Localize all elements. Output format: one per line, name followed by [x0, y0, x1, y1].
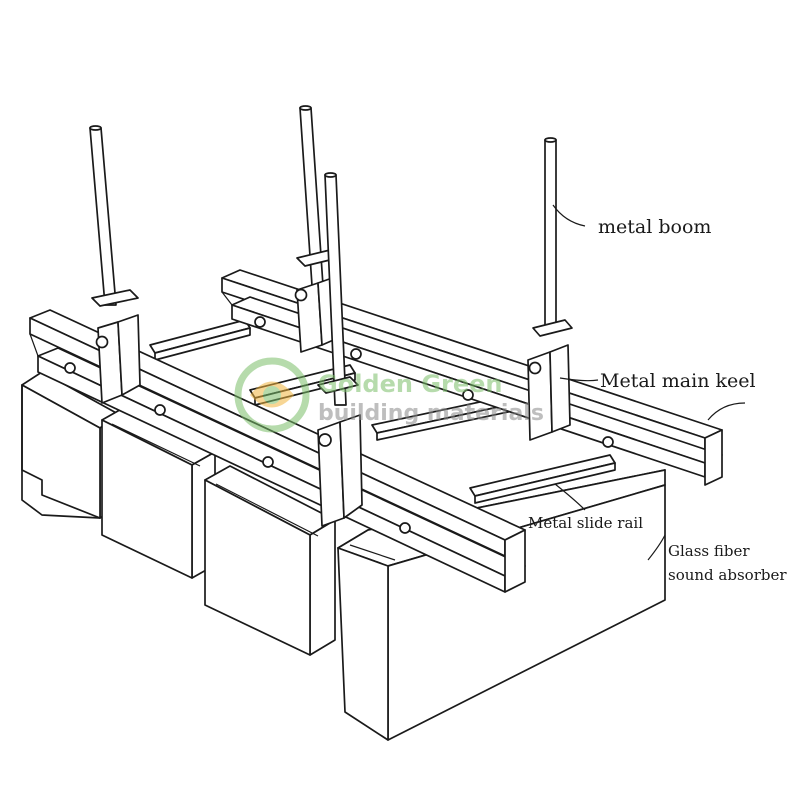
label-glass-fiber-line1: Glass fiber — [668, 542, 750, 560]
bolt-icon — [262, 456, 274, 468]
bolt-icon — [350, 348, 362, 360]
label-glass-fiber-line2: sound absorber — [668, 566, 787, 584]
watermark-logo-icon — [234, 357, 310, 433]
metal-booms — [89, 105, 573, 527]
bolt-icon — [462, 389, 474, 401]
bolt-icon — [154, 404, 166, 416]
label-metal-boom: metal boom — [598, 216, 711, 238]
label-metal-slide-rail: Metal slide rail — [528, 514, 643, 532]
sound-absorber-panels — [21, 371, 666, 741]
absorber-panel-2 — [101, 406, 216, 579]
keel-bolts — [64, 316, 614, 534]
metal-boom-1 — [89, 125, 141, 404]
bolt-icon — [64, 362, 76, 374]
absorber-panel-3 — [204, 465, 336, 656]
labels: metal boom Metal main keel Metal slide r… — [528, 216, 787, 584]
watermark-line1: Golden Green — [318, 370, 503, 398]
metal-boom-3 — [317, 172, 363, 527]
leader-lines — [552, 204, 746, 561]
label-metal-main-keel: Metal main keel — [600, 370, 756, 392]
watermark: Golden Green building materials — [234, 357, 544, 433]
bolt-icon — [399, 522, 411, 534]
bolt-icon — [254, 316, 266, 328]
bolt-icon — [602, 436, 614, 448]
metal-boom-4 — [527, 137, 573, 441]
watermark-line2: building materials — [318, 401, 544, 426]
